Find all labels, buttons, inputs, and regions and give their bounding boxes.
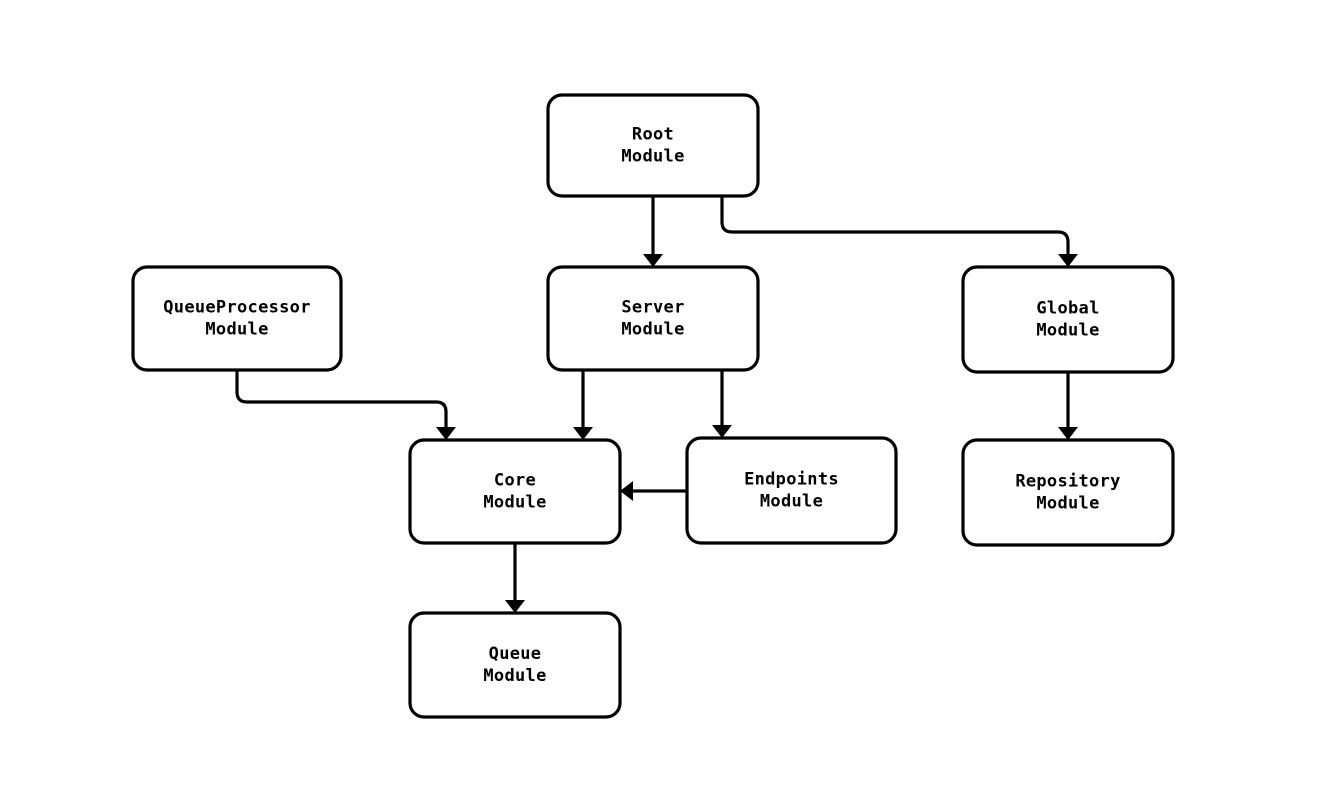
node-label-name: Endpoints <box>744 470 839 490</box>
arrow-head-down-icon <box>1058 427 1078 440</box>
node-box <box>408 611 622 719</box>
arrow-head-down-icon <box>712 425 732 438</box>
node-box <box>131 265 343 372</box>
node-label-suffix: Module <box>483 666 546 686</box>
edge-line <box>720 196 1070 256</box>
arrow-head-down-icon <box>505 600 525 613</box>
edge-queueprocessor-to-core <box>235 370 456 440</box>
node-label-name: Server <box>621 298 684 318</box>
node-label-suffix: Module <box>483 493 546 513</box>
node-box <box>408 438 622 545</box>
arrow-head-down-icon <box>643 254 663 267</box>
node-label-suffix: Module <box>621 147 684 167</box>
edge-root-to-server <box>643 196 663 267</box>
node-label-name: QueueProcessor <box>163 298 311 318</box>
arrow-head-down-icon <box>1058 254 1078 267</box>
edge-core-to-queue <box>505 543 525 613</box>
node-box <box>961 438 1175 547</box>
node-label-suffix: Module <box>1036 494 1099 514</box>
arrow-head-left-icon <box>620 481 633 501</box>
node-label-name: Queue <box>489 644 542 664</box>
node-label-suffix: Module <box>1036 321 1099 341</box>
node-box <box>961 265 1175 374</box>
edges-layer <box>235 196 1078 613</box>
edge-line <box>235 370 448 429</box>
node-label-name: Repository <box>1015 472 1120 492</box>
arrow-head-down-icon <box>573 427 593 440</box>
nodes-layer: RootModuleQueueProcessorModuleServerModu… <box>131 93 1175 719</box>
edge-endpoints-to-core <box>620 481 687 501</box>
edge-server-to-endpoints <box>712 370 732 438</box>
edge-server-to-core <box>573 370 593 440</box>
node-label-name: Core <box>494 471 536 491</box>
node-box <box>546 265 760 372</box>
edge-root-to-global <box>720 196 1078 267</box>
edge-global-to-repository <box>1058 372 1078 440</box>
node-label-suffix: Module <box>760 492 823 512</box>
node-box <box>546 93 760 198</box>
node-label-suffix: Module <box>621 320 684 340</box>
node-label-name: Global <box>1036 299 1099 319</box>
node-label-suffix: Module <box>205 320 268 340</box>
arrow-head-down-icon <box>436 427 456 440</box>
node-box <box>685 436 898 545</box>
node-label-name: Root <box>632 125 674 145</box>
